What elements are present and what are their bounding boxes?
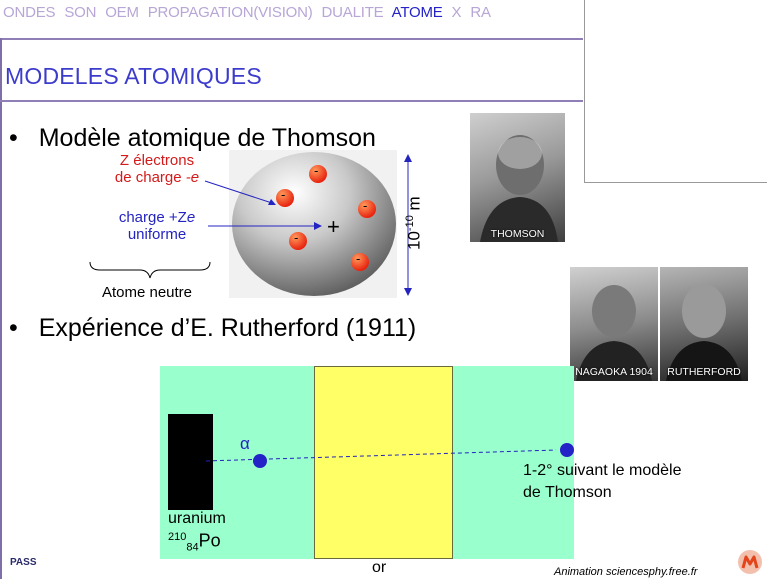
alpha-particle [253,454,267,468]
footer-credit: Animation sciencesphy.free.fr [554,566,697,578]
logo-icon [737,549,763,575]
source-symbol: Po [199,530,221,550]
deflection-line2: de Thomson [523,482,681,504]
deflection-label: 1-2° suivant le modèle de Thomson [523,460,681,504]
deflected-particle [560,443,574,457]
alpha-label: α [240,434,250,454]
footer-left-label: PASS [10,557,37,568]
deflection-line1: 1-2° suivant le modèle [523,460,681,482]
source-name: uranium [168,510,226,528]
foil-label: or [372,559,386,577]
source-mass-number: 210 [168,531,186,543]
source-label: uranium 21084Po [168,510,226,557]
source-atomic-number: 84 [186,542,198,554]
